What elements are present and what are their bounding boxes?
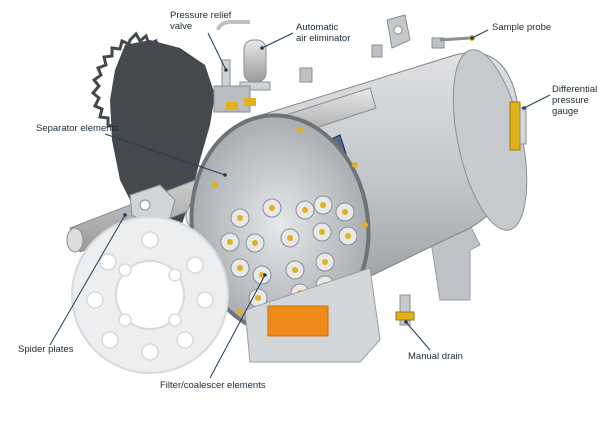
leader-line-air-eliminator xyxy=(261,32,294,49)
leader-lines xyxy=(49,29,551,379)
leader-line-separator-elements xyxy=(104,133,226,176)
sample-probe xyxy=(439,35,475,42)
leader-line-sample-probe xyxy=(471,29,489,39)
label-pressure-relief-valve: Pressure relief valve xyxy=(170,10,232,32)
label-separator-elements: Separator elements xyxy=(36,123,119,134)
front-support-leg xyxy=(244,267,381,363)
label-spider-plates: Spider plates xyxy=(18,344,74,355)
leader-line-manual-drain xyxy=(405,321,431,351)
leader-line-filter-coalescer xyxy=(209,274,266,379)
davit-hinge xyxy=(129,184,176,226)
leader-line-pressure-relief-valve xyxy=(207,32,227,71)
label-manual-drain: Manual drain xyxy=(408,351,463,362)
leader-line-pressure-gauge xyxy=(523,94,551,109)
air-eliminator-assembly xyxy=(213,20,271,113)
label-filter-coalescer-elements: Filter/coalescer elements xyxy=(160,380,266,391)
label-automatic-air-eliminator: Automatic air eliminator xyxy=(296,22,351,44)
manual-drain-valve xyxy=(395,294,415,326)
label-sample-probe: Sample probe xyxy=(492,22,552,33)
leader-line-spider-plates xyxy=(49,214,126,346)
front-spider-plate xyxy=(71,216,229,374)
label-differential-pressure-gauge: Differential pressure gauge xyxy=(552,84,598,117)
